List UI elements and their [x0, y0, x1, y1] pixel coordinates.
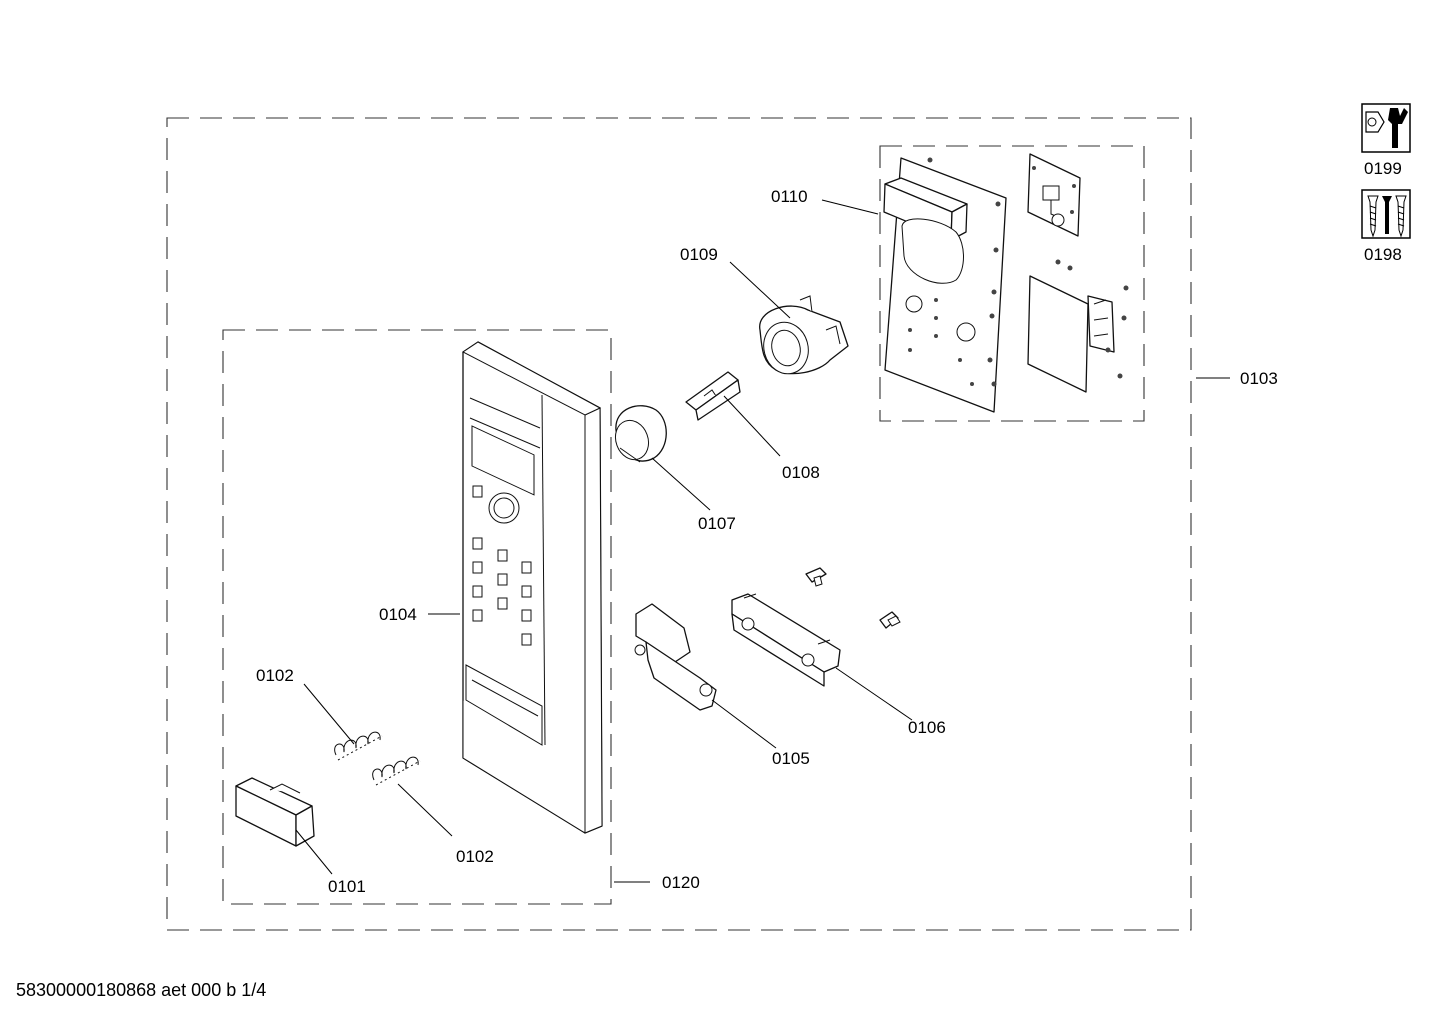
- label-0109: 0109: [680, 245, 718, 264]
- label-0105: 0105: [772, 749, 810, 768]
- document-id: 58300000180868 aet 000 b 1/4: [16, 980, 267, 1000]
- assembly-boundary-electronics: [879, 145, 1145, 422]
- part-display-board[interactable]: [1027, 259, 1129, 393]
- label-0110: 0110: [771, 187, 808, 206]
- label-0198: 0198: [1364, 245, 1402, 264]
- assembly-boundary-outer: [166, 117, 1192, 931]
- part-spring-upper[interactable]: [334, 731, 383, 761]
- label-0102-lower: 0102: [456, 847, 494, 866]
- part-encoder-housing[interactable]: [758, 295, 849, 379]
- part-bracket[interactable]: [731, 593, 841, 687]
- part-rotary-knob[interactable]: [610, 405, 667, 465]
- wrench-icon: [1361, 103, 1411, 153]
- label-0101: 0101: [328, 877, 366, 896]
- label-0103: 0103: [1240, 369, 1278, 388]
- label-0107: 0107: [698, 514, 736, 533]
- part-switch-holder[interactable]: [634, 603, 717, 711]
- label-0108: 0108: [782, 463, 820, 482]
- assembly-boundary-front-panel: [222, 329, 612, 905]
- part-screw-2[interactable]: [879, 611, 901, 629]
- part-spring-lower[interactable]: [372, 756, 421, 786]
- label-0120: 0120: [662, 873, 700, 892]
- part-latch-button[interactable]: [235, 777, 315, 847]
- part-screw-1[interactable]: [805, 567, 827, 587]
- part-front-panel[interactable]: [462, 341, 603, 834]
- screws-icon: [1361, 189, 1411, 239]
- part-encoder-board[interactable]: [1027, 153, 1081, 237]
- leader-lines: [295, 199, 1230, 883]
- part-encoder-shaft[interactable]: [685, 371, 741, 421]
- part-control-board[interactable]: [883, 157, 1007, 413]
- label-0106: 0106: [908, 718, 946, 737]
- label-0104: 0104: [379, 605, 417, 624]
- label-0199: 0199: [1364, 159, 1402, 178]
- label-0102-upper: 0102: [256, 666, 294, 685]
